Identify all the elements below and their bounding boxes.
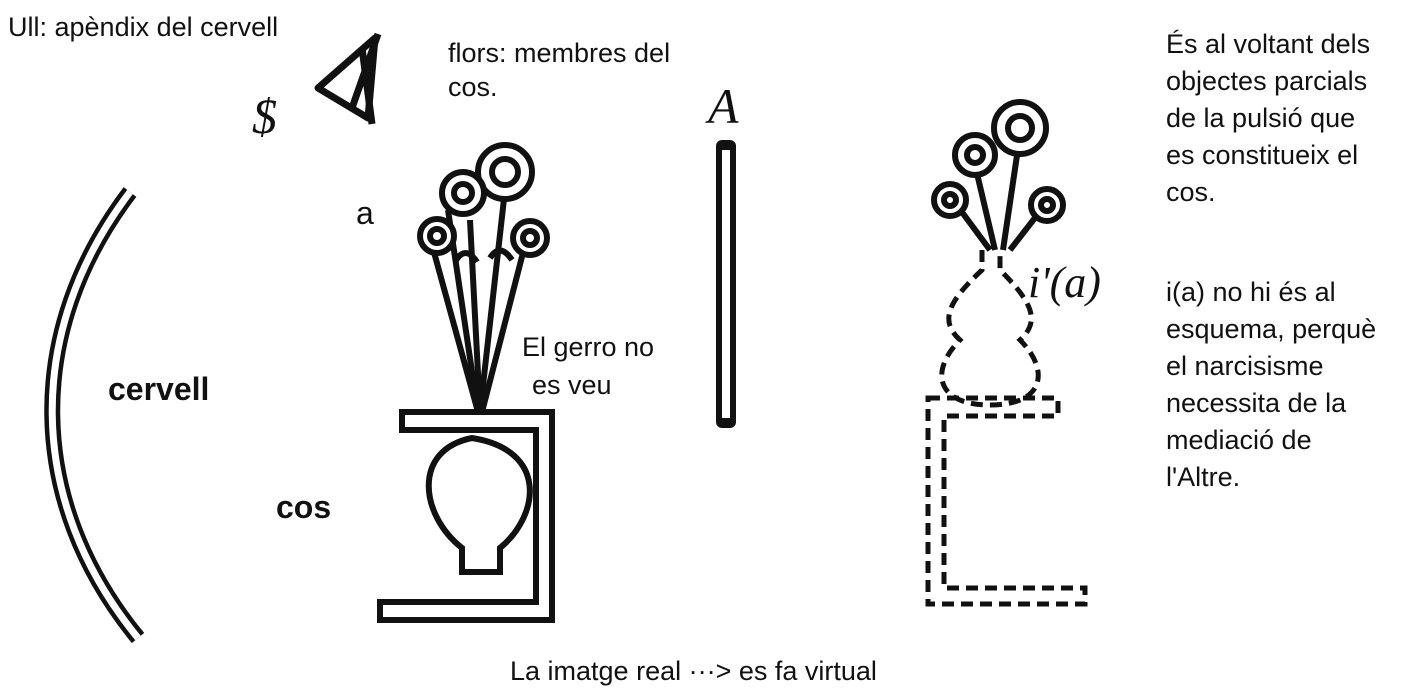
symbol-a-big: A: [708, 78, 739, 134]
vase-real: [425, 434, 533, 575]
small-a-label: a: [356, 195, 374, 231]
flowers-label: flors: membres del cos.: [448, 38, 671, 102]
note-narcissism: i(a) no hi és al esquema, perquè el narc…: [1166, 277, 1377, 492]
plane-mirror: [716, 140, 736, 428]
caption: La imatge real ···> es fa virtual: [510, 656, 877, 686]
vase-virtual: [939, 250, 1041, 408]
image-ia-label: i'(a): [1028, 258, 1101, 307]
stand-virtual: [925, 395, 1088, 607]
note-partial-objects: És al voltant dels objectes parcials de …: [1166, 29, 1371, 207]
vase-hidden-label-line2: es veu: [532, 370, 612, 400]
brain-label: cervell: [108, 371, 210, 407]
body-label: cos: [276, 489, 332, 525]
eye-label: Ull: apèndix del cervell: [8, 12, 279, 42]
eye-icon: [314, 32, 382, 125]
vase-hidden-label-line1: El gerro no: [522, 332, 655, 362]
flowers-real: [417, 142, 550, 413]
flowers-virtual: [931, 99, 1066, 252]
symbol-s: $: [252, 88, 277, 144]
stand-real: [377, 409, 555, 623]
